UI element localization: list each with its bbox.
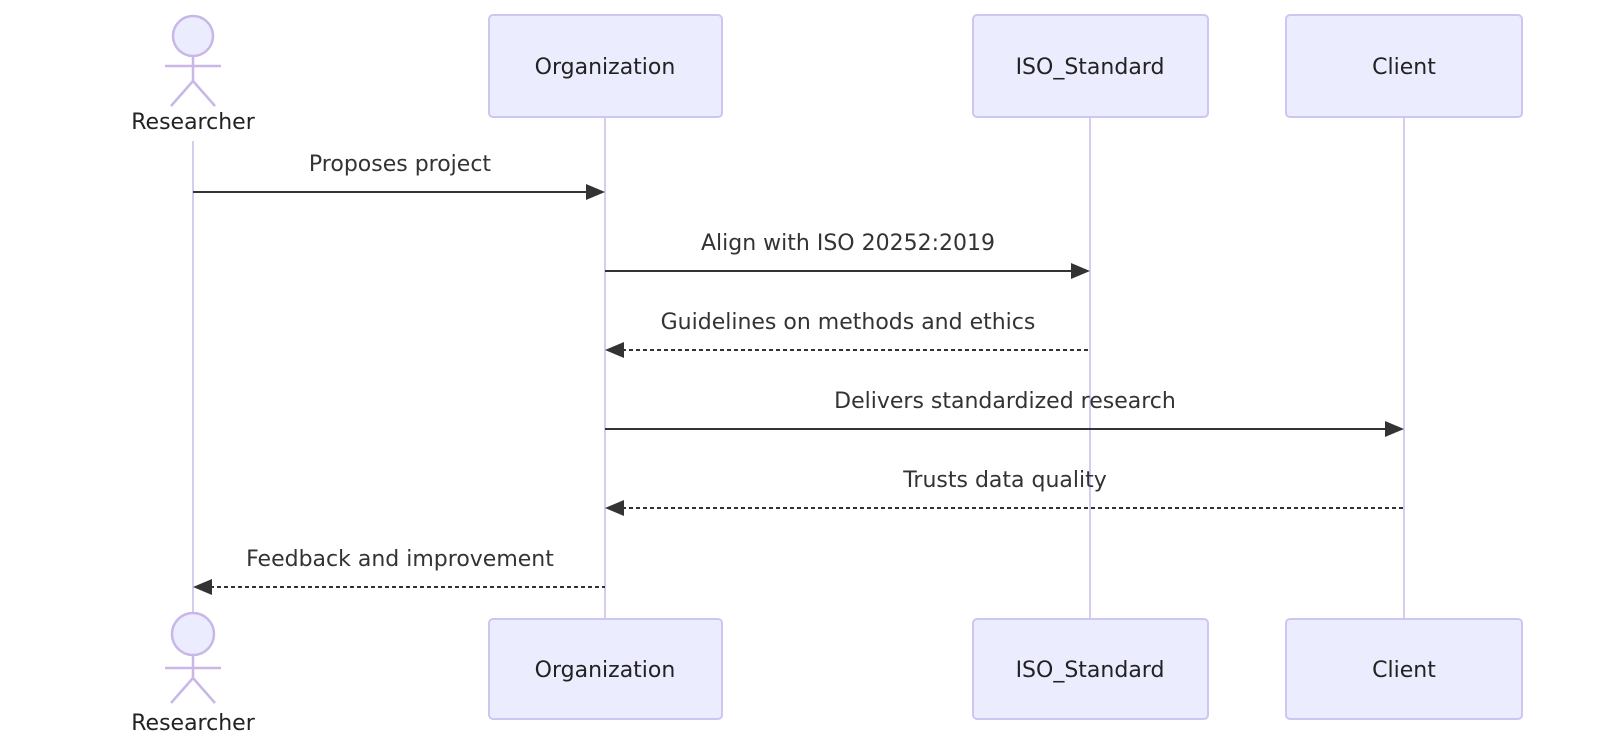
message-3: Guidelines on methods and ethics xyxy=(605,310,1090,358)
message-6: Feedback and improvement xyxy=(193,547,605,595)
actor-leg-right-icon xyxy=(192,80,216,107)
message-2: Align with ISO 20252:2019 xyxy=(605,231,1090,279)
message-label-6: Feedback and improvement xyxy=(246,547,554,572)
participant-label-organization-bottom: Organization xyxy=(535,658,676,683)
actor-label-researcher-top: Researcher xyxy=(131,110,255,135)
actor-researcher-bottom: Researcher xyxy=(131,611,256,736)
participant-box-client-top xyxy=(1285,14,1523,118)
message-arrowhead-2 xyxy=(1071,263,1090,279)
message-arrowhead-4 xyxy=(1385,421,1404,437)
actor-leg-left-icon xyxy=(170,80,194,107)
participant-label-iso-standard-bottom: ISO_Standard xyxy=(1016,658,1165,683)
actor-head-icon xyxy=(171,14,215,58)
message-label-1: Proposes project xyxy=(309,152,492,177)
actor-label-researcher-bottom: Researcher xyxy=(131,711,255,736)
actor-leg-left-icon xyxy=(170,677,194,704)
message-arrowhead-5 xyxy=(605,500,624,516)
participant-box-iso-standard-top xyxy=(972,14,1209,118)
message-label-2: Align with ISO 20252:2019 xyxy=(701,231,995,256)
message-1: Proposes project xyxy=(193,152,605,200)
message-label-3: Guidelines on methods and ethics xyxy=(661,310,1036,335)
message-5: Trusts data quality xyxy=(605,468,1404,516)
participant-box-client-bottom xyxy=(1285,618,1523,720)
participant-label-client-top: Client xyxy=(1372,55,1436,80)
message-label-4: Delivers standardized research xyxy=(834,389,1176,414)
participant-iso-standard-bottom: ISO_Standard xyxy=(972,618,1209,720)
participant-label-client-bottom: Client xyxy=(1372,658,1436,683)
participant-organization-bottom: Organization xyxy=(488,618,723,720)
participant-label-iso-standard-top: ISO_Standard xyxy=(1016,55,1165,80)
participant-box-iso-standard-bottom xyxy=(972,618,1209,720)
actor-head-icon xyxy=(170,611,216,657)
message-label-5: Trusts data quality xyxy=(902,468,1107,493)
participant-iso-standard-top: ISO_Standard xyxy=(972,14,1209,118)
message-arrowhead-1 xyxy=(586,184,605,200)
participant-client-top: Client xyxy=(1285,14,1523,118)
actor-leg-right-icon xyxy=(192,677,216,704)
message-arrowhead-3 xyxy=(605,342,624,358)
participant-box-organization-top xyxy=(488,14,723,118)
participant-client-bottom: Client xyxy=(1285,618,1523,720)
message-arrowhead-6 xyxy=(193,579,212,595)
actor-researcher-top: Researcher xyxy=(131,14,256,135)
participant-box-organization-bottom xyxy=(488,618,723,720)
participant-label-organization-top: Organization xyxy=(535,55,676,80)
participant-organization-top: Organization xyxy=(488,14,723,118)
message-4: Delivers standardized research xyxy=(605,389,1404,437)
